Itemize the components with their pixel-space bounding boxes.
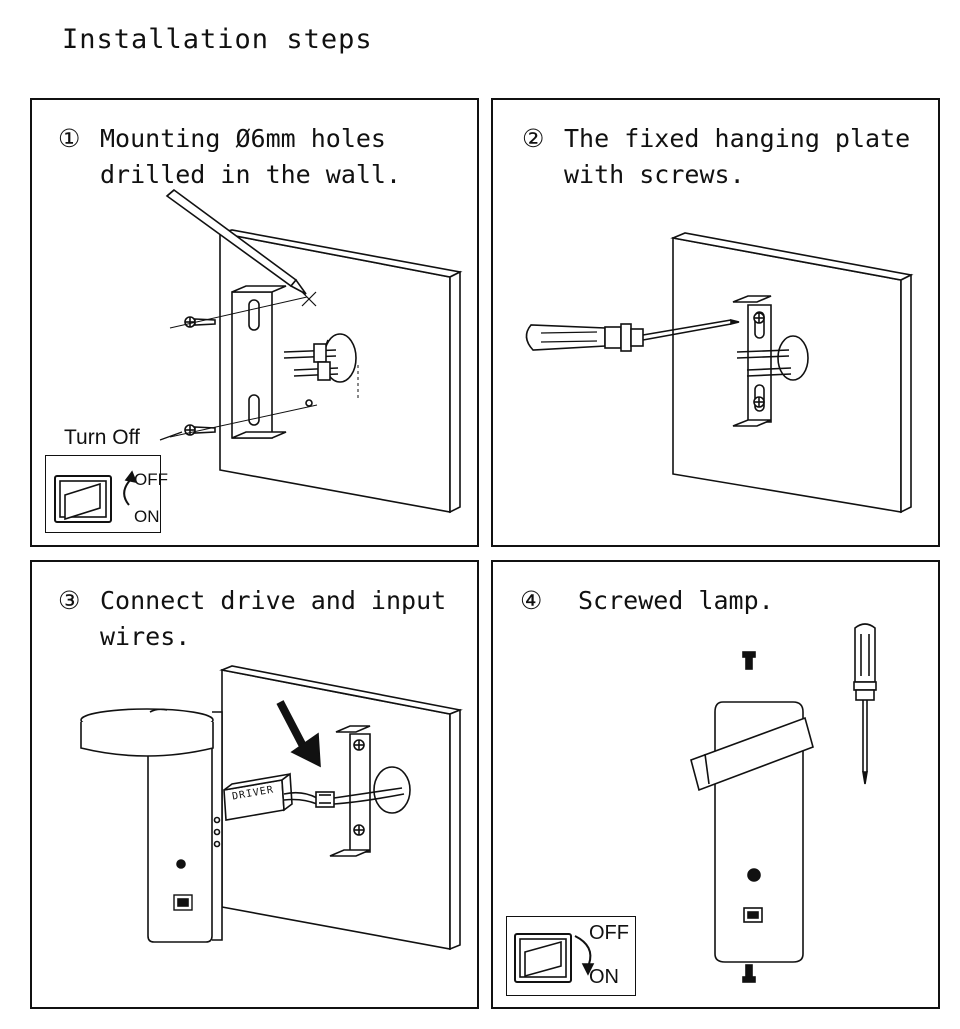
screwdriver [525, 318, 740, 352]
step-1-panel: Turn Off OFF ON ① Mounting Ø6mm holes dr… [30, 98, 479, 547]
step-2-panel: ② The fixed hanging plate with screws. [491, 98, 940, 547]
step-1-caption: ① Mounting Ø6mm holes drilled in the wal… [58, 121, 402, 193]
top-screw [742, 651, 756, 670]
step-1-number: ① [58, 124, 81, 153]
step-4-panel: OFF ON ④ Screwed lamp. [491, 560, 940, 1009]
switch-frame [506, 916, 636, 996]
sensor-dot [747, 868, 761, 882]
pencil [165, 188, 307, 295]
step-3-line-2: wires. [100, 622, 191, 651]
off-label: OFF [134, 470, 168, 489]
turn-off-label: Turn Off [64, 426, 140, 449]
step-3-illustration [80, 665, 463, 951]
step-2-line-1: The fixed hanging plate [564, 124, 911, 153]
off-label: OFF [589, 922, 629, 944]
screw-bottom [169, 404, 318, 438]
screw-top [169, 296, 308, 329]
step-1-line-1: Mounting Ø6mm holes [100, 124, 386, 153]
bottom-screw [742, 964, 756, 983]
lamp-shade [690, 716, 814, 792]
wires [283, 787, 405, 808]
power-switch [54, 470, 138, 523]
hanging-bracket [732, 295, 772, 427]
step-4-caption: ④ Screwed lamp. [520, 583, 774, 619]
wall-socket [283, 333, 359, 400]
switch-frame [45, 455, 161, 533]
lamp-body [80, 708, 223, 943]
hanging-bracket [231, 285, 287, 439]
step-3-panel: DRIVER ③ Connect drive and input wires. [30, 560, 479, 1009]
step-4-line-1: Screwed lamp. [578, 586, 774, 615]
step-3-line-1: Connect drive and input [100, 586, 447, 615]
step-4-illustration [514, 623, 877, 983]
connect-arrow [276, 700, 321, 768]
step-1-line-2: drilled in the wall. [100, 160, 402, 189]
on-label: ON [589, 966, 619, 988]
step-2-illustration [525, 232, 914, 514]
on-label: ON [134, 507, 160, 526]
step-2-caption: ② The fixed hanging plate with screws. [522, 121, 911, 193]
page-title: Installation steps [62, 24, 373, 55]
step-3-caption: ③ Connect drive and input wires. [58, 583, 447, 655]
hanging-bracket [329, 725, 371, 857]
step-2-line-2: with screws. [564, 160, 745, 189]
driver-box [223, 772, 293, 821]
wall-socket [736, 335, 809, 381]
power-switch [514, 933, 595, 983]
step-2-number: ② [522, 124, 545, 153]
screwdriver [853, 623, 877, 785]
step-4-number: ④ [520, 586, 543, 615]
step-3-number: ③ [58, 586, 81, 615]
step-1-illustration [54, 188, 463, 523]
